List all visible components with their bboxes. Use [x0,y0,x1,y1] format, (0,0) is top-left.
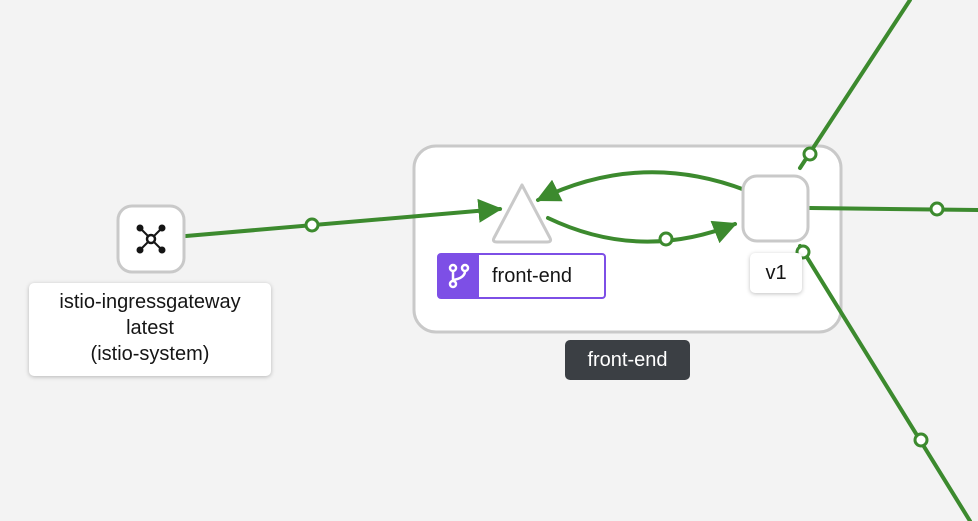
edge-v1-out-bottom[interactable] [798,244,972,521]
workload-version-label: v1 [750,253,802,293]
edge-v1-to-service[interactable] [535,170,747,202]
edge-midpoint[interactable] [304,217,320,233]
service-name: front-end [492,265,573,287]
edge-midpoint[interactable] [802,146,818,162]
gateway-version: latest [126,317,174,339]
gateway-name: istio-ingressgateway [59,291,241,313]
edge-midpoint[interactable] [929,201,945,217]
gateway-namespace: (istio-system) [90,343,210,365]
edge-v1-out-right[interactable] [808,206,978,212]
edge-midpoint[interactable] [913,432,929,448]
edge-gateway-to-service[interactable] [184,198,503,238]
service-badge[interactable]: front-end [437,253,606,299]
app-box-label: front-end [565,340,690,380]
gateway-icon [136,224,166,254]
edge-service-to-v1[interactable] [546,216,738,244]
edge-midpoint[interactable] [658,231,674,247]
branch-icon [439,255,479,297]
service-node[interactable] [491,183,553,244]
gateway-label: istio-ingressgateway latest (istio-syste… [29,283,271,376]
edge-v1-out-top[interactable] [798,0,912,170]
workload-node[interactable] [741,174,810,243]
